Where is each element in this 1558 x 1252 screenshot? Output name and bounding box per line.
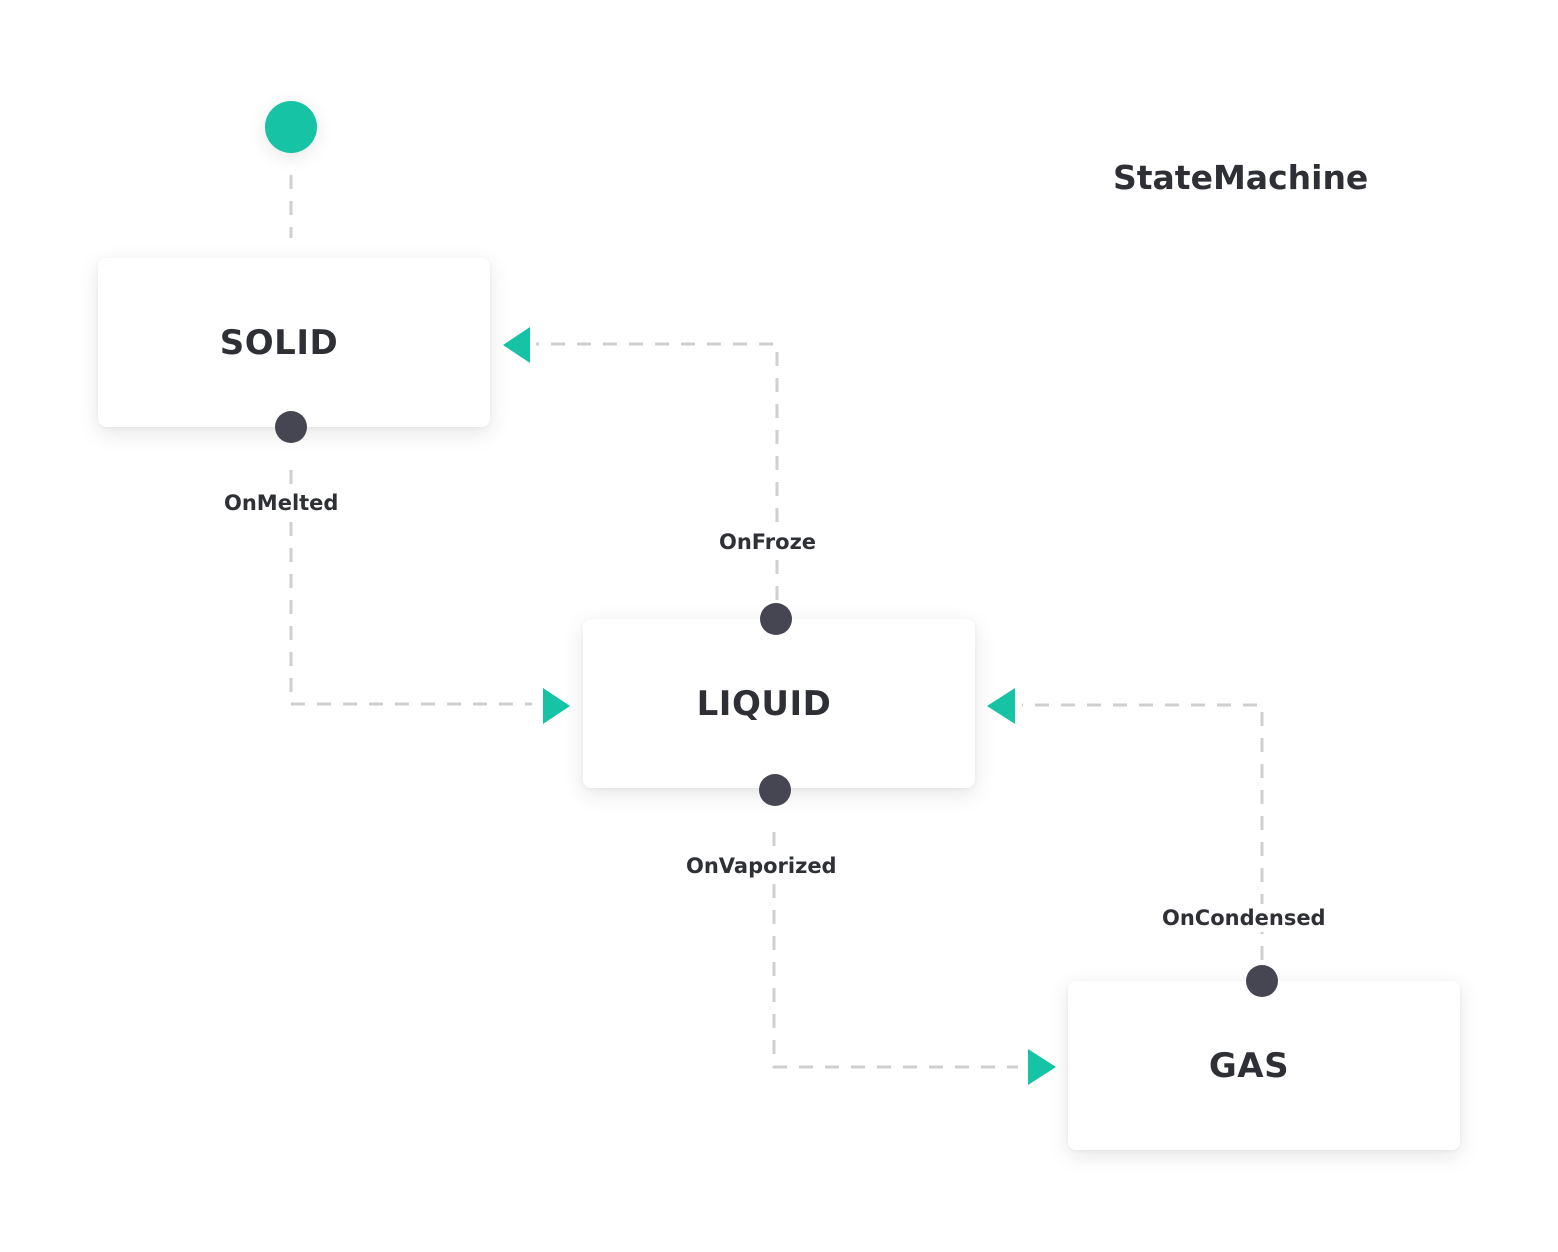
gas-output-port[interactable] xyxy=(1246,965,1278,997)
arrowhead-into-solid xyxy=(503,327,530,363)
state-gas-label: GAS xyxy=(1208,1045,1290,1086)
arrowhead-into-gas xyxy=(1028,1049,1056,1085)
transition-label-oncondensed: OnCondensed xyxy=(1158,904,1330,932)
liquid-output-port-top[interactable] xyxy=(760,603,792,635)
transition-label-onmelted: OnMelted xyxy=(220,489,343,517)
state-solid[interactable]: SOLID xyxy=(98,258,490,427)
initial-state-node[interactable] xyxy=(265,101,317,153)
connector-onfroze xyxy=(536,342,779,600)
connector-onvaporized xyxy=(772,832,1018,1069)
connector-onmelted xyxy=(289,470,532,706)
transition-label-onfroze: OnFroze xyxy=(715,528,821,556)
arrowhead-into-liquid-left xyxy=(543,688,570,724)
state-solid-label: SOLID xyxy=(219,322,339,363)
state-liquid-label: LIQUID xyxy=(696,683,832,724)
connector-oncondensed xyxy=(1022,703,1264,960)
solid-output-port[interactable] xyxy=(275,411,307,443)
transition-label-onvaporized: OnVaporized xyxy=(682,852,841,880)
state-gas[interactable]: GAS xyxy=(1068,981,1460,1150)
liquid-output-port-bottom[interactable] xyxy=(759,774,791,806)
diagram-title: StateMachine xyxy=(1113,158,1369,197)
arrowhead-into-liquid-right xyxy=(987,688,1015,724)
state-liquid[interactable]: LIQUID xyxy=(583,619,975,788)
